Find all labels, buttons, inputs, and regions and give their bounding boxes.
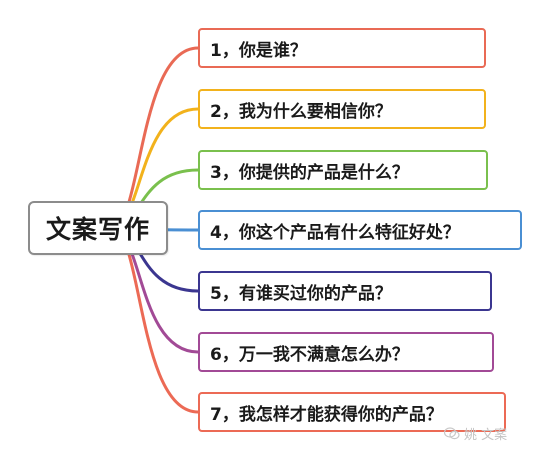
branch-topic-6[interactable]: 6，万一我不满意怎么办？ — [198, 332, 494, 372]
wechat-icon — [444, 427, 460, 440]
branch-topic-5[interactable]: 5，有谁买过你的产品？ — [198, 271, 492, 311]
watermark-text: 姚 文案 — [464, 428, 508, 443]
root-topic[interactable]: 文案写作 — [28, 201, 168, 255]
branch-topic-7[interactable]: 7，我怎样才能获得你的产品？ — [198, 392, 506, 432]
branch-topic-1[interactable]: 1，你是谁？ — [198, 28, 486, 68]
branch-topic-4[interactable]: 4，你这个产品有什么特征好处？ — [198, 210, 522, 250]
branch-topic-2[interactable]: 2，我为什么要相信你？ — [198, 89, 486, 129]
watermark: 姚 文案 — [444, 424, 507, 443]
branch-topic-3[interactable]: 3，你提供的产品是什么？ — [198, 150, 488, 190]
